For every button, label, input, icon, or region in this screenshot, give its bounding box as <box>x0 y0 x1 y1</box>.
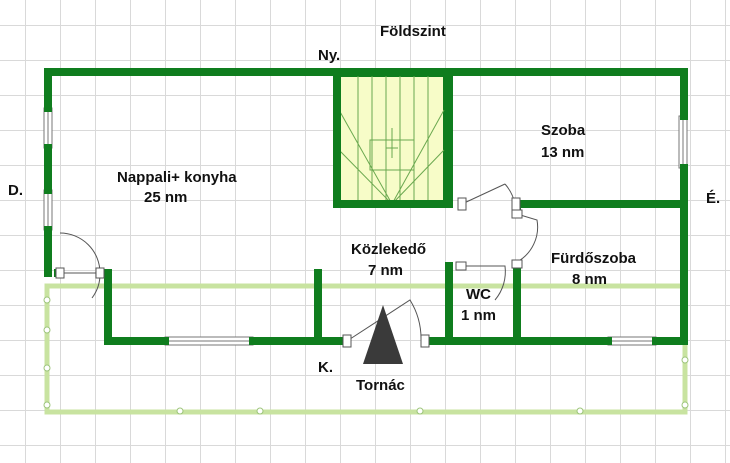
room-living-area: 25 nm <box>144 189 188 206</box>
entrance-arrow-icon <box>363 305 403 364</box>
compass-north: Ny. <box>318 47 341 64</box>
terrace-label: Tornác <box>356 377 405 394</box>
room-wc-name: WC <box>466 286 491 303</box>
compass-south: K. <box>318 359 333 376</box>
compass-west: D. <box>8 182 23 199</box>
room-room-area: 13 nm <box>541 144 585 161</box>
room-bath-area: 8 nm <box>572 271 608 288</box>
terrace-outline <box>44 283 688 415</box>
room-hall-area: 7 nm <box>368 262 404 279</box>
room-bath-name: Fürdőszoba <box>551 250 636 267</box>
room-hall-name: Közlekedő <box>351 241 427 258</box>
compass-east: É. <box>706 190 721 207</box>
staircase <box>338 75 445 205</box>
room-room-name: Szoba <box>541 122 586 139</box>
room-living-name: Nappali+ konyha <box>117 169 237 186</box>
terrace-posts <box>43 296 689 415</box>
door-swings <box>55 183 539 348</box>
room-wc-area: 1 nm <box>461 307 497 324</box>
plan-title: Földszint <box>380 23 446 40</box>
walls <box>44 68 688 345</box>
